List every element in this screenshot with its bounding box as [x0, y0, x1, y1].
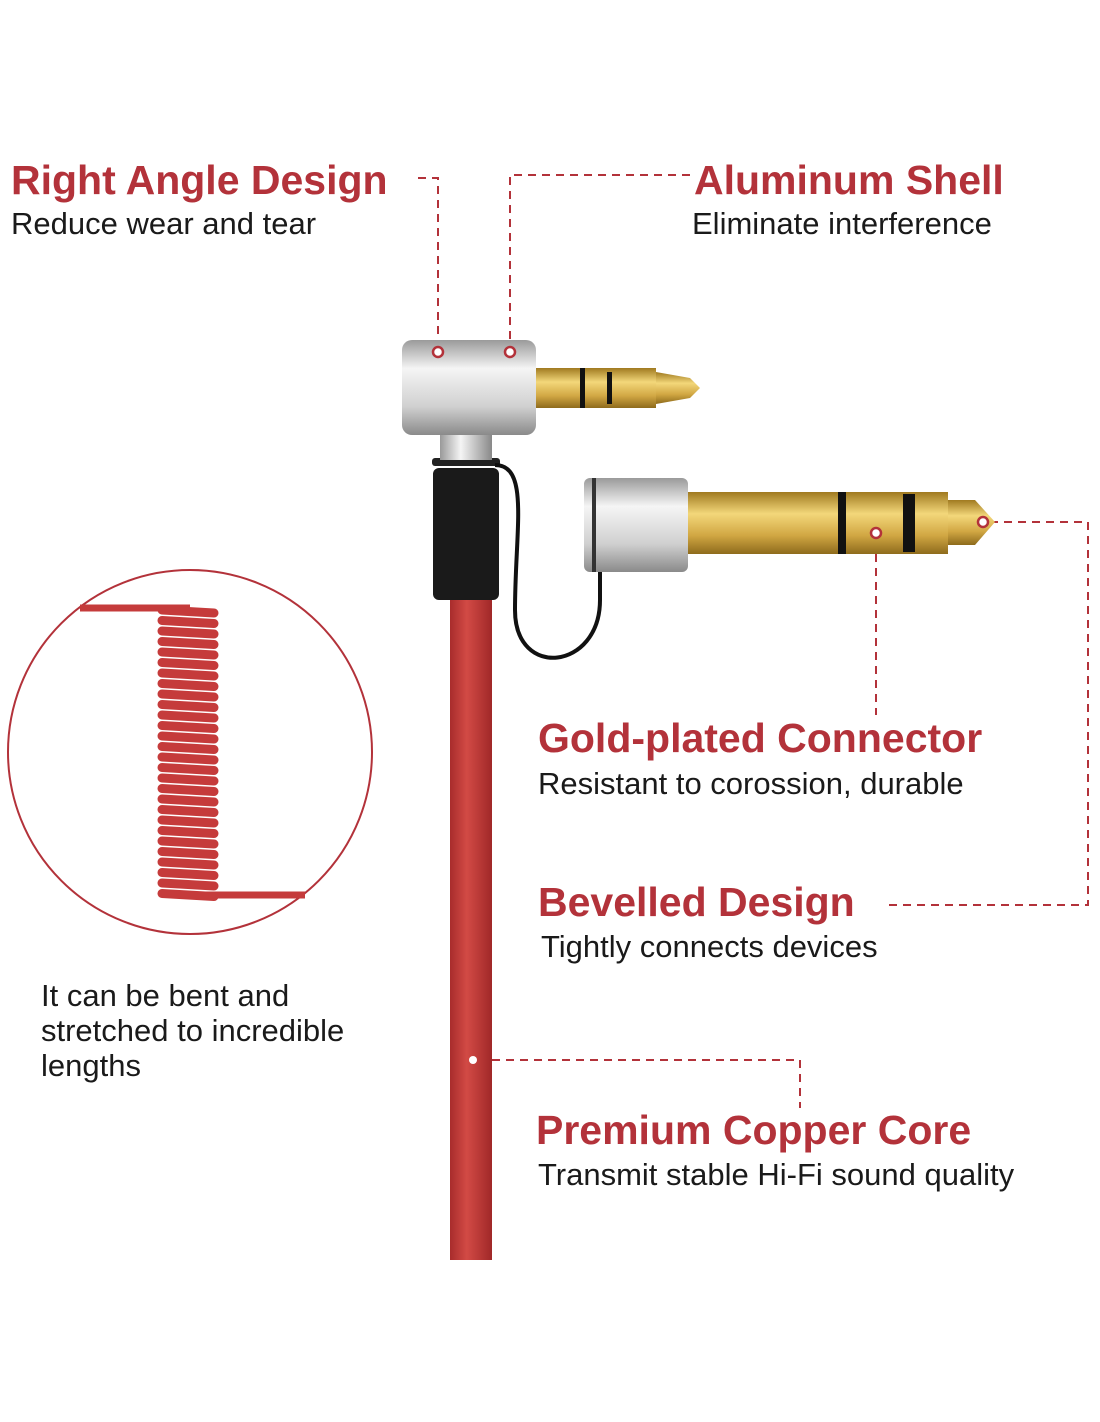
coil-turn: [157, 616, 219, 628]
coil-turn: [157, 647, 219, 660]
feature-title-right-angle: Right Angle Design: [11, 157, 388, 203]
feature-subtitle-bevelled: Tightly connects devices: [541, 929, 878, 964]
red-cable: [450, 590, 492, 1260]
coil-turn: [157, 637, 219, 649]
coil-turn: [157, 857, 219, 870]
coil-turn: [157, 626, 219, 639]
feature-title-gold: Gold-plated Connector: [538, 715, 983, 761]
coil-turn: [157, 794, 219, 807]
coil-turn: [157, 815, 219, 828]
coil-turn: [157, 752, 219, 765]
coil-note-line: It can be bent and: [41, 978, 290, 1013]
coil-turn: [157, 773, 219, 786]
aluminum-shell: [402, 340, 536, 435]
feature-subtitle-right-angle: Reduce wear and tear: [11, 206, 317, 241]
feature-subtitle-copper: Transmit stable Hi-Fi sound quality: [538, 1157, 1015, 1192]
coil-turn: [157, 742, 219, 754]
coil-turn: [157, 784, 219, 796]
feature-subtitle-aluminum: Eliminate interference: [692, 206, 992, 241]
coil-turn: [157, 689, 219, 702]
coil-note-line: stretched to incredible: [41, 1013, 345, 1048]
coil-turn: [157, 700, 219, 712]
dashed-leader-lines: [418, 174, 1089, 1108]
coil-turn: [157, 868, 219, 880]
feature-title-copper: Premium Copper Core: [536, 1107, 972, 1153]
coil-turn: [157, 805, 219, 817]
coil-note-line: lengths: [41, 1048, 141, 1083]
coil-note: It can be bent and stretched to incredib…: [41, 978, 344, 1083]
coil-turn: [157, 731, 219, 744]
feature-title-bevelled: Bevelled Design: [538, 879, 855, 925]
coil-turn: [157, 836, 219, 849]
coil-turn: [157, 668, 219, 681]
coil-turn: [157, 826, 219, 838]
coil-turn: [157, 878, 219, 891]
coil-turn: [157, 710, 219, 723]
coil-turn: [157, 679, 219, 691]
coiled-cable: [157, 605, 219, 901]
feature-title-aluminum: Aluminum Shell: [694, 157, 1004, 203]
coil-turn: [157, 658, 219, 670]
coil-turn: [157, 721, 219, 733]
coil-turn: [157, 763, 219, 775]
callout-dots: [431, 345, 990, 540]
coil-turn: [157, 847, 219, 859]
feature-subtitle-gold: Resistant to corossion, durable: [538, 766, 964, 801]
